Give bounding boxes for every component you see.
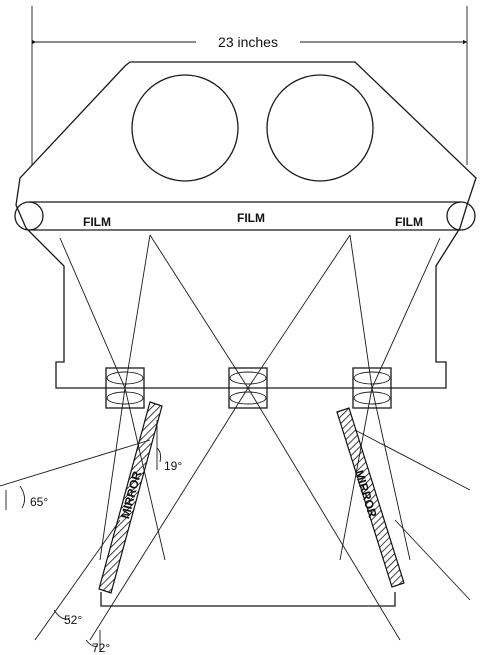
mirror-right-plate [336,407,405,588]
angle-arc [19,485,25,509]
film-path: FILM FILM FILM [14,201,476,231]
ray [371,387,411,561]
angle-arc [53,609,71,620]
lens-right [352,367,392,409]
film-label-right: FILM [395,215,423,229]
lens-element [353,371,391,385]
ray [124,234,151,389]
film-spool-right [266,74,374,182]
angle-label-left-upper: 65° [30,495,48,509]
film-label-center: FILM [237,211,265,225]
angle-arc [156,447,162,463]
ray [89,387,249,641]
lens-element [229,371,267,385]
housing-edge-left [25,227,65,267]
angle-label-mirror-tilt: 19° [164,459,182,473]
lens-element [106,371,144,385]
angle-label-left-lower-b: 72° [92,641,110,655]
ray [394,519,471,601]
lens-element [106,391,144,405]
lenses [105,367,392,409]
base-frame [100,592,396,607]
lens-element [353,391,391,405]
camera-housing [15,61,477,389]
mirror-right: MIRROR [336,407,405,588]
ray [247,387,401,641]
base-outline [100,592,396,607]
ray [247,234,351,389]
film-spools [131,74,374,182]
lens-center [228,367,268,409]
angle-label-left-lower-a: 52° [64,613,82,627]
ray [149,234,249,389]
mirror-left-label: MIRROR [118,469,144,520]
ray [99,387,126,561]
housing-outline [15,61,477,389]
mirror-left: MIRROR [98,401,163,594]
lens-barrel [228,367,268,409]
ray [0,439,151,487]
lens-left [105,367,145,409]
film-label-left: FILM [83,215,111,229]
mirror-left-plate [98,401,163,594]
dimension-label: 23 inches [218,34,278,50]
ray [59,237,126,389]
ray [354,429,471,491]
angle-markers: 19° 65° 52° 72° [5,420,182,655]
housing-edge-right [435,227,461,267]
ray [349,234,373,389]
ray [371,237,441,389]
lens-barrel [105,367,145,409]
light-rays [0,234,471,641]
ray [34,519,121,641]
dimension-line: 23 inches [31,6,468,165]
lens-barrel [352,367,392,409]
film-spool-left [131,74,239,182]
film-roller-left [14,201,44,231]
lens-element [229,391,267,405]
angle-arc [85,639,99,647]
